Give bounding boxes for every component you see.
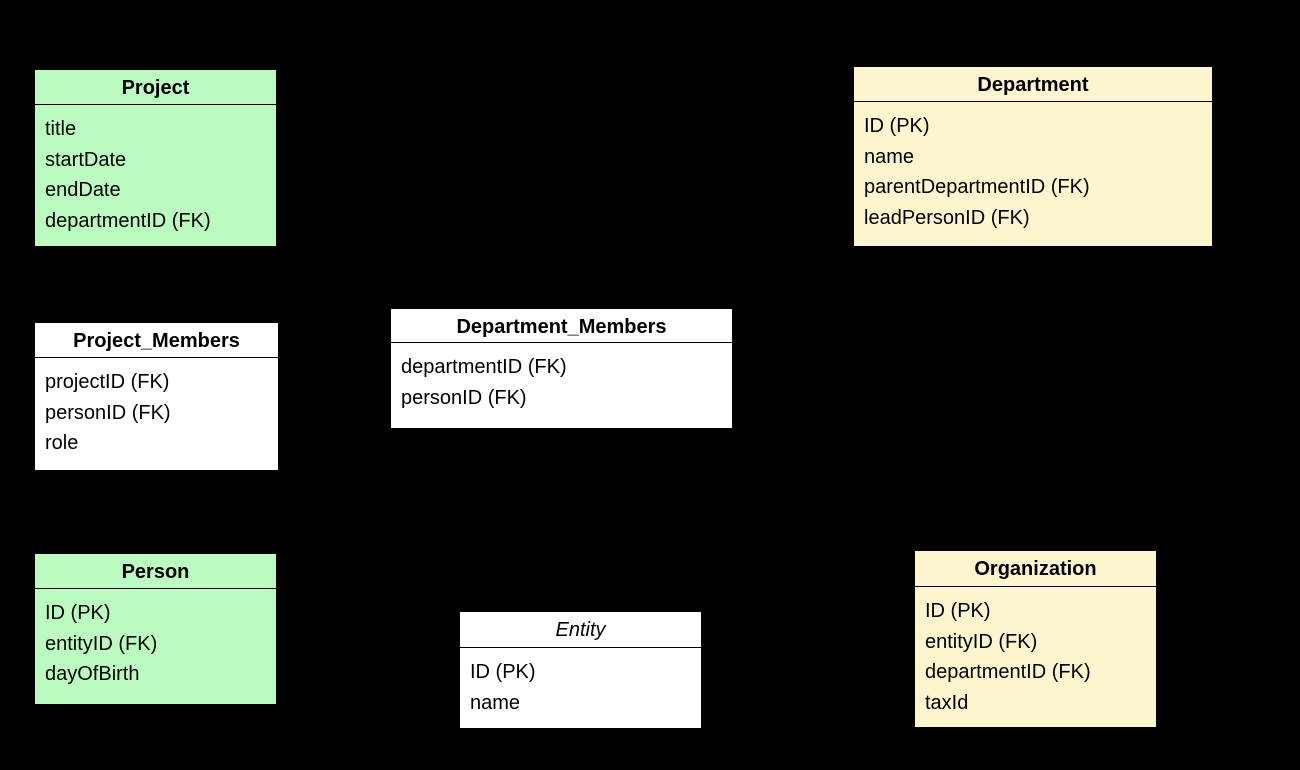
- entity-title-project_members: Project_Members: [35, 323, 278, 358]
- entity-attributes-entity: ID (PK) name: [460, 648, 701, 728]
- entity-title-department_members: Department_Members: [391, 309, 732, 343]
- entity-box-person[interactable]: Person ID (PK) entityID (FK) dayOfBirth: [34, 553, 277, 705]
- attribute-row: taxId: [925, 691, 969, 714]
- entity-box-project[interactable]: Project title startDate endDate departmentID…: [34, 69, 277, 247]
- entity-box-department_members[interactable]: Department_Members departmentID (FK) perso…: [390, 308, 733, 429]
- entity-attributes-project_members: projectID (FK) personID (FK) role: [35, 358, 278, 470]
- attribute-row: entityID (FK): [925, 630, 1038, 653]
- entity-title-entity: Entity: [460, 612, 701, 648]
- attribute-row: departmentID (FK): [45, 209, 211, 232]
- attribute-row: leadPersonID (FK): [864, 206, 1030, 229]
- attribute-row: name: [470, 691, 521, 714]
- entity-box-project_members[interactable]: Project_Members projectID (FK) personID (F…: [34, 322, 279, 471]
- attribute-row: departmentID (FK): [925, 661, 1091, 684]
- attribute-row: parentDepartmentID (FK): [864, 176, 1090, 199]
- attribute-row: departmentID (FK): [401, 356, 567, 378]
- entity-attributes-organization: ID (PK) entityID (FK) departmentID (FK) tax…: [915, 587, 1156, 727]
- entity-attributes-person: ID (PK) entityID (FK) dayOfBirth: [35, 589, 276, 704]
- attribute-row: ID (PK): [864, 115, 930, 137]
- entity-attributes-project: title startDate endDate departmentID (FK): [35, 105, 276, 246]
- attribute-row: title: [45, 118, 77, 140]
- attribute-row: entityID (FK): [45, 632, 158, 655]
- entity-title-person: Person: [35, 554, 276, 589]
- attribute-row: personID (FK): [45, 401, 171, 424]
- attribute-row: ID (PK): [470, 661, 536, 683]
- attribute-row: personID (FK): [401, 386, 527, 409]
- entity-attributes-department_members: departmentID (FK) personID (FK): [391, 343, 732, 428]
- attribute-row: name: [864, 145, 915, 168]
- attribute-row: ID (PK): [925, 600, 991, 622]
- entity-box-organization[interactable]: Organization ID (PK) entityID (FK) departme…: [914, 550, 1157, 728]
- attribute-row: ID (PK): [45, 602, 111, 624]
- entity-box-entity[interactable]: Entity ID (PK) name: [459, 611, 702, 729]
- entity-box-department[interactable]: Department ID (PK) name parentDepartmentID …: [853, 66, 1213, 247]
- entity-attributes-department: ID (PK) name parentDepartmentID (FK) leadPe…: [854, 102, 1212, 246]
- attribute-row: dayOfBirth: [45, 663, 140, 686]
- entity-title-department: Department: [854, 67, 1212, 102]
- entity-title-project: Project: [35, 70, 276, 105]
- entity-title-organization: Organization: [915, 551, 1156, 587]
- attribute-row: projectID (FK): [45, 371, 170, 393]
- attribute-row: endDate: [45, 179, 121, 202]
- attribute-row: startDate: [45, 148, 127, 171]
- attribute-row: role: [45, 432, 79, 455]
